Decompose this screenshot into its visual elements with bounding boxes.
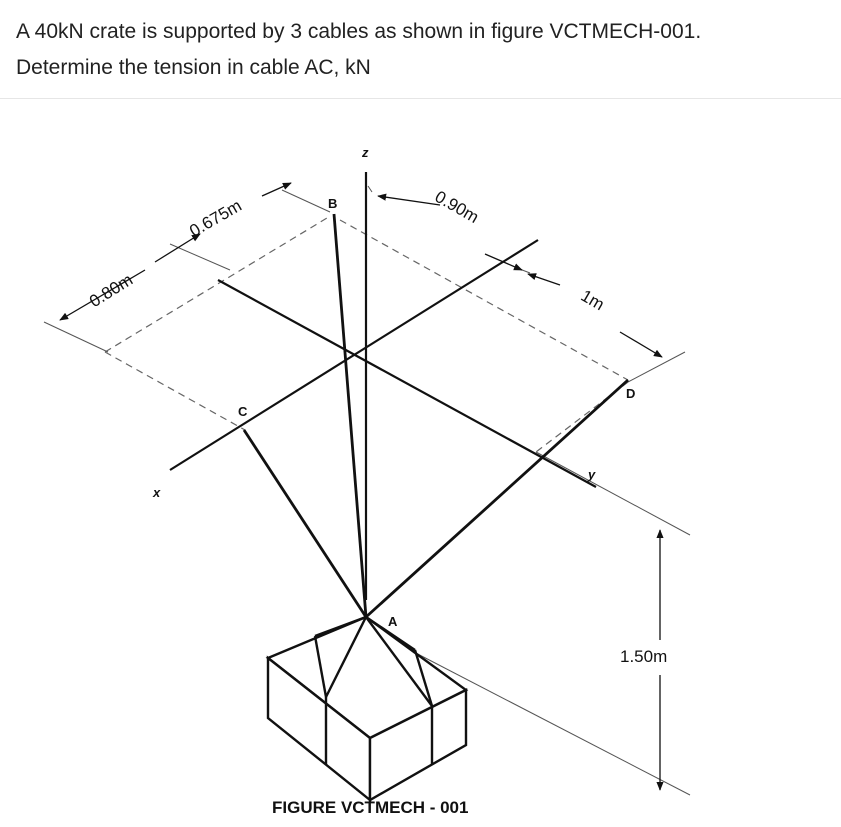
divider bbox=[0, 98, 841, 99]
dim-label-1m: 1m bbox=[578, 286, 608, 314]
dim-label-150: 1.50m bbox=[620, 647, 667, 666]
cable-ac bbox=[242, 429, 368, 618]
cable-ad bbox=[365, 378, 629, 619]
crate-right-face bbox=[368, 688, 468, 803]
y-axis bbox=[217, 279, 597, 488]
point-label-a: A bbox=[388, 614, 398, 629]
problem-line-1: A 40kN crate is supported by 3 cables as… bbox=[16, 20, 702, 43]
coordinate-axes bbox=[169, 172, 597, 600]
point-label-b: B bbox=[328, 196, 337, 211]
crate bbox=[265, 615, 469, 803]
axis-label-y: y bbox=[587, 467, 596, 482]
dim-label-090: 0.90m bbox=[432, 187, 482, 227]
support-cables bbox=[242, 213, 629, 619]
dim-label-0675: 0.675m bbox=[186, 196, 245, 241]
point-label-d: D bbox=[626, 386, 635, 401]
cable-ab bbox=[332, 213, 368, 618]
dimension-arrows bbox=[59, 182, 664, 791]
point-label-c: C bbox=[238, 404, 248, 419]
axis-label-x: x bbox=[152, 485, 161, 500]
dashed-construction-lines bbox=[104, 217, 629, 600]
dim-label-080: 0.80m bbox=[86, 270, 136, 311]
crate-straps bbox=[313, 615, 434, 765]
figure-caption: FIGURE VCTMECH - 001 bbox=[272, 798, 468, 817]
problem-line-2: Determine the tension in cable AC, kN bbox=[16, 56, 371, 79]
problem-statement: A 40kN crate is supported by 3 cables as… bbox=[16, 14, 701, 86]
axis-label-z: z bbox=[361, 145, 369, 160]
dimension-extension-lines bbox=[43, 185, 691, 796]
